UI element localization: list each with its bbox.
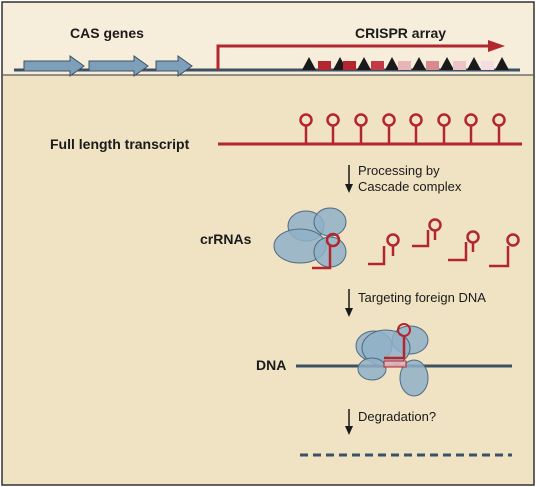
down-arrow-icon	[345, 409, 353, 435]
spacer-box-icon	[481, 61, 494, 70]
dna-label: DNA	[256, 357, 286, 373]
repeat-triangle-icon	[440, 57, 454, 70]
processing-step-line1: Processing by	[358, 163, 440, 178]
transcription-arrow-icon	[216, 40, 505, 70]
spacer-box-icon	[343, 61, 356, 70]
spacer-box-icon	[398, 61, 411, 70]
crispr-array-label: CRISPR array	[355, 25, 446, 41]
cas-gene-3-icon	[155, 55, 193, 77]
cas-gene-1-icon	[23, 55, 85, 77]
repeat-triangle-icon	[357, 57, 371, 70]
crrna-icon	[489, 233, 520, 268]
spacer-box-icon	[426, 61, 439, 70]
down-arrow-icon	[345, 165, 353, 193]
crispr-array	[302, 57, 509, 70]
crrna-icon	[412, 218, 442, 248]
crrna-fragments	[368, 218, 520, 268]
full-transcript-label: Full length transcript	[50, 136, 190, 152]
cas-genes-label: CAS genes	[70, 25, 144, 41]
crrna-icon	[368, 233, 400, 266]
crrnas-label: crRNAs	[200, 231, 252, 247]
hairpin-icon	[299, 113, 313, 144]
down-arrow-icon	[345, 289, 353, 317]
cascade-on-dna-icon	[355, 323, 429, 397]
hairpin-icon	[326, 113, 340, 144]
spacer-box-icon	[318, 61, 331, 70]
cas-gene-2-icon	[88, 55, 149, 77]
targeting-step: Targeting foreign DNA	[358, 290, 486, 305]
spacer-box-icon	[453, 61, 466, 70]
repeat-triangle-icon	[495, 57, 509, 70]
hairpin-icon	[464, 113, 478, 144]
cas-gene-arrows	[23, 55, 193, 77]
hairpin-icon	[382, 113, 396, 144]
hairpin-icon	[409, 113, 423, 144]
crrna-icon	[448, 230, 480, 262]
spacer-box-icon	[371, 61, 384, 70]
transcript-hairpins	[299, 113, 506, 144]
repeat-triangle-icon	[385, 57, 399, 70]
degradation-step: Degradation?	[358, 409, 436, 424]
repeat-triangle-icon	[302, 57, 316, 70]
hairpin-icon	[492, 113, 506, 144]
processing-step-line2: Cascade complex	[358, 179, 462, 194]
repeat-triangle-icon	[467, 57, 481, 70]
hairpin-icon	[354, 113, 368, 144]
cascade-complex-icon	[273, 207, 347, 270]
hairpin-icon	[437, 113, 451, 144]
repeat-triangle-icon	[412, 57, 426, 70]
